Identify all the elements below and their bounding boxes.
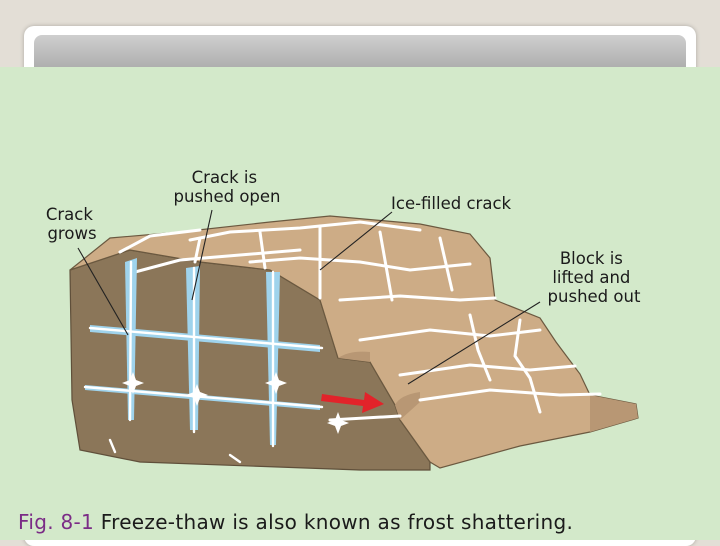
- top-cracks: [118, 220, 602, 422]
- figure-caption: Fig. 8-1 Freeze-thaw is also known as fr…: [18, 510, 573, 534]
- label-crack-grows: Crack grows: [46, 205, 98, 243]
- caption-text: Freeze-thaw is also known as frost shatt…: [100, 510, 574, 534]
- label-crack-pushed-open: Crack is pushed open: [173, 168, 280, 206]
- slide-title-bar: [34, 35, 686, 73]
- front-cracks: [83, 260, 324, 464]
- step-shade: [338, 351, 370, 362]
- step-shade: [395, 392, 420, 420]
- label-block-lifted: Block is lifted and pushed out: [548, 249, 641, 306]
- red-arrow-icon: [321, 392, 384, 413]
- figure-number: Fig. 8-1: [18, 510, 95, 534]
- step-shade: [590, 395, 638, 432]
- leader-lines: [77, 209, 541, 385]
- label-ice-filled-crack: Ice-filled crack: [391, 194, 512, 213]
- crack-sparkles: [122, 372, 349, 434]
